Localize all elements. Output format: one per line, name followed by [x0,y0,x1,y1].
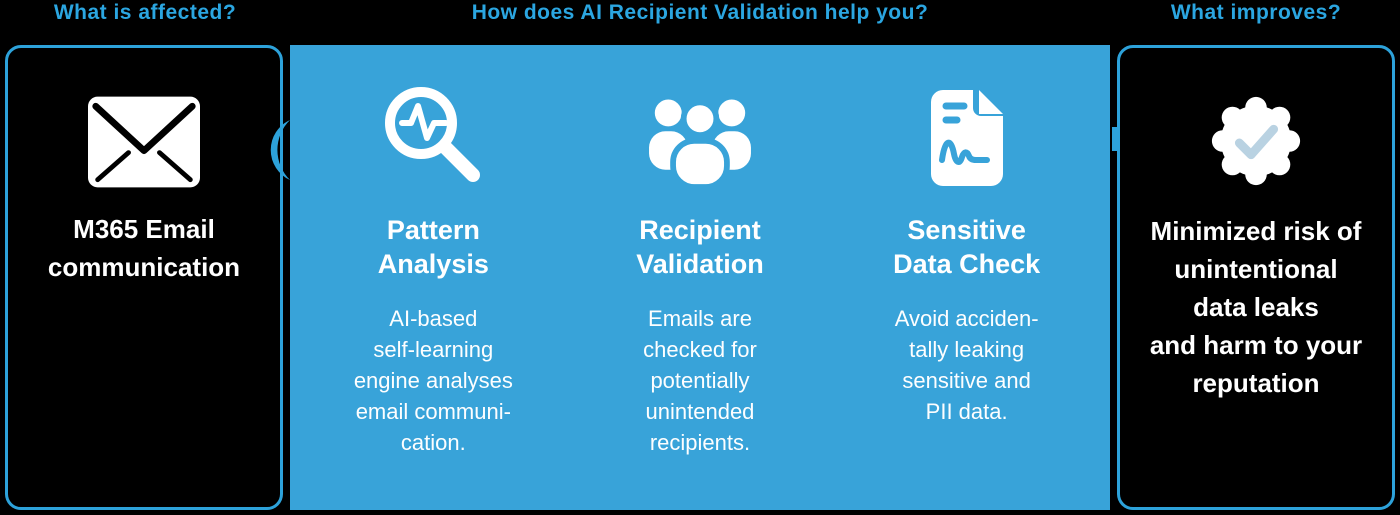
header-what-is-affected: What is affected? [53,1,237,24]
column-title: Recipient Validation [636,215,764,279]
badge-check-icon [1207,92,1305,190]
column-body: Emails are checked for potentially unint… [643,306,757,455]
column-body: Avoid acciden- tally leaking sensitive a… [894,306,1039,424]
help-panel: Pattern Analysis AI-based self-learning … [290,45,1110,510]
magnifier-pulse-icon [381,81,485,187]
column-title: Pattern Analysis [377,215,489,279]
header-how-does-it-help: How does AI Recipient Validation help yo… [471,1,929,24]
improves-text: Minimized risk of unintentional data lea… [1149,216,1363,398]
affected-text: M365 Email communication [47,214,241,282]
column-recipient-validation: Recipient Validation Emails are checked … [575,81,825,510]
column-pattern-analysis: Pattern Analysis AI-based self-learning … [308,81,558,510]
header-what-improves: What improves? [1170,1,1342,24]
affected-panel: M365 Email communication [5,45,283,510]
document-data-icon [929,81,1005,187]
crescent-swoosh-connector [246,118,292,182]
envelope-icon [88,96,200,188]
improves-panel: Minimized risk of unintentional data lea… [1117,45,1395,510]
column-sensitive-data-check: Sensitive Data Check Avoid acciden- tall… [842,81,1092,510]
column-title: Sensitive Data Check [893,215,1041,279]
people-group-icon [634,81,766,187]
column-body: AI-based self-learning engine analyses e… [353,306,513,455]
